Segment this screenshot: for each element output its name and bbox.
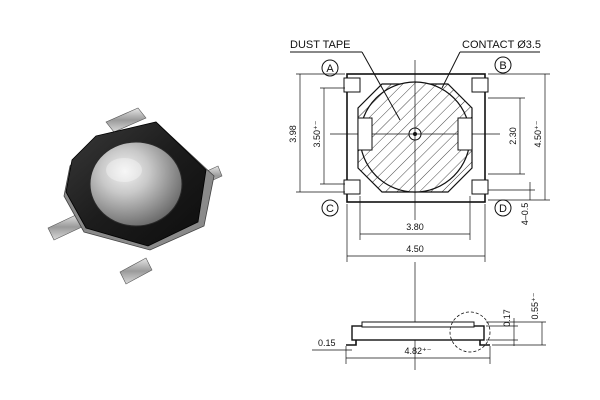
dim-tab-width: 4–0.5	[520, 203, 530, 226]
dim-thickness: 0.17	[502, 309, 512, 327]
pad-label-c: C	[326, 203, 334, 215]
dim-height-inner: 3.50⁺⁻	[312, 120, 322, 147]
dim-width-right: 4.50⁺⁻	[533, 120, 543, 147]
lead-bottom	[119, 257, 153, 285]
pad-label-a: A	[326, 63, 334, 75]
dim-overall-length: 4.82⁺⁻	[404, 346, 431, 356]
tactile-switch-photo	[47, 107, 223, 285]
pad-label-d: D	[499, 203, 507, 215]
pad-c	[343, 179, 361, 195]
pad-label-b-circle	[494, 56, 512, 74]
dust-tape-leader	[361, 51, 401, 121]
side-lead-left	[346, 340, 357, 346]
dust-tape-label: DUST TAPE	[290, 39, 351, 51]
pad-b	[471, 77, 489, 93]
side-lead-right	[479, 340, 490, 346]
slot-left	[357, 117, 373, 151]
pad-d	[471, 179, 489, 195]
dim-height-side: 0.55⁺⁻	[530, 292, 540, 319]
contact-leader	[441, 51, 461, 89]
side-actuator	[361, 321, 475, 328]
detail-circle	[449, 311, 491, 353]
slot-right	[457, 117, 473, 151]
dim-width-body: 4.50	[406, 244, 424, 254]
dim-height-outer: 3.98	[288, 125, 298, 143]
pad-label-a-circle	[321, 59, 339, 77]
lead-top-left	[105, 107, 147, 133]
pad-label-b: B	[499, 60, 506, 72]
body-outline	[346, 73, 486, 203]
dome-highlight	[106, 158, 142, 182]
dim-pad-spacing: 2.30	[508, 127, 518, 145]
top-view-drawing: A B C D DUST TAPE CONTACT Ø3.5 3.98 3.50…	[288, 39, 550, 262]
pad-label-c-circle	[321, 199, 339, 217]
dim-width-inner: 3.80	[406, 222, 424, 232]
pad-a	[343, 77, 361, 93]
dim-lead-thickness: 0.15	[318, 338, 336, 348]
side-body	[351, 325, 485, 341]
contact-label: CONTACT Ø3.5	[462, 39, 541, 51]
switch-dome	[89, 141, 183, 227]
side-view-drawing: 0.15 4.82⁺⁻ 0.17 0.55⁺⁻	[312, 262, 546, 370]
